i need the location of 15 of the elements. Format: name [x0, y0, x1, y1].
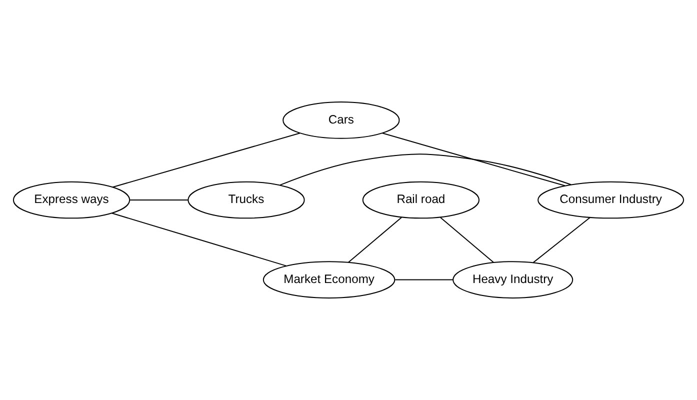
connector	[382, 132, 566, 186]
node-ellipse: Cars	[282, 102, 400, 139]
connector	[440, 217, 494, 263]
node-ellipse: Heavy Industry	[452, 261, 574, 298]
connector	[112, 132, 300, 188]
connector	[532, 217, 590, 263]
connector	[395, 279, 454, 280]
node-ellipse: Express ways	[12, 181, 130, 219]
node-ellipse: Rail road	[362, 181, 480, 219]
node-ellipse: Market Economy	[262, 261, 396, 298]
connector	[280, 154, 572, 186]
connector	[112, 212, 286, 266]
node-ellipse: Consumer Industry	[538, 181, 684, 219]
node-ellipse: Trucks	[188, 181, 305, 219]
connector	[348, 217, 402, 263]
